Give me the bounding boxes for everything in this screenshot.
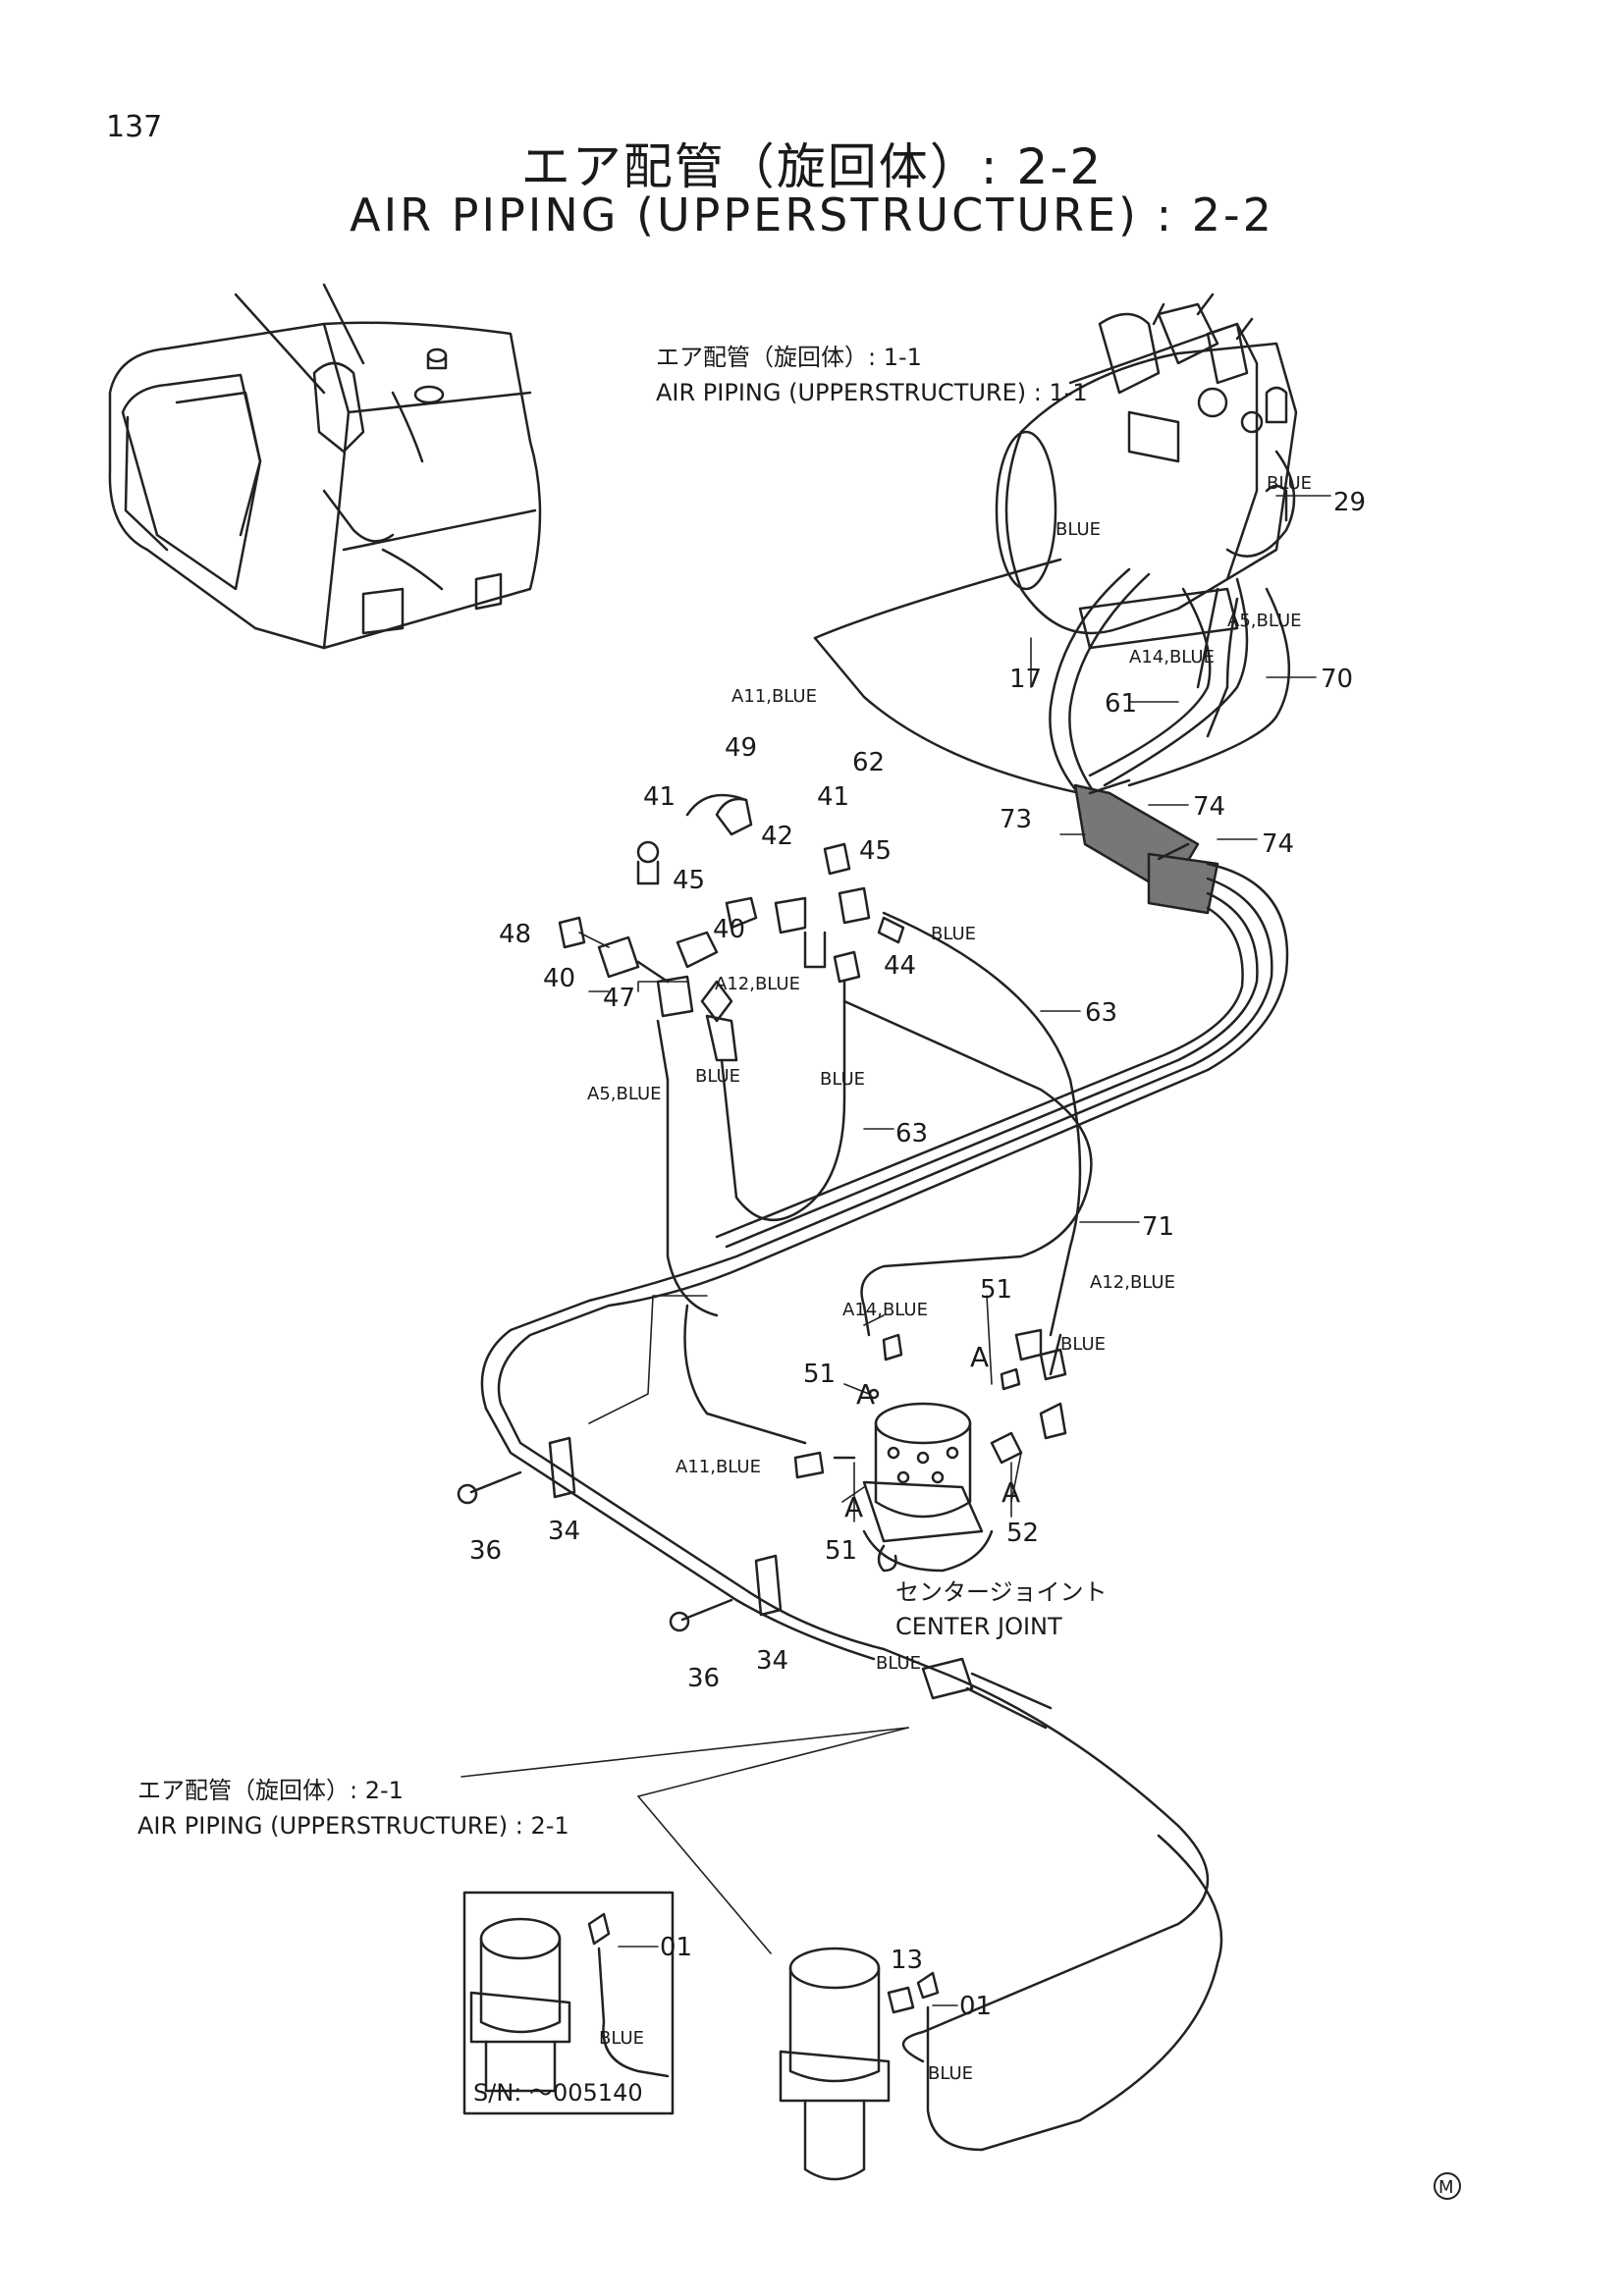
label-blue-mid-right: BLUE: [820, 1069, 865, 1090]
part-01-inset: 01: [660, 1933, 692, 1962]
ref-top-en: AIR PIPING (UPPERSTRUCTURE) : 1-1: [656, 379, 1088, 406]
label-blue-bottom: BLUE: [928, 2063, 973, 2084]
part-34-lower: 34: [756, 1646, 788, 1676]
part-70: 70: [1321, 665, 1353, 694]
label-a-left: A: [856, 1378, 875, 1411]
manufacturer-mark-letter: M: [1438, 2177, 1454, 2198]
part-45-left: 45: [673, 866, 705, 895]
label-a12-blue-mid: A12,BLUE: [715, 974, 800, 994]
center-joint-body: [793, 1328, 1067, 1573]
part-73: 73: [1000, 805, 1032, 834]
part-44: 44: [884, 951, 916, 981]
part-51-left: 51: [803, 1360, 836, 1389]
manufacturer-mark: [1434, 2172, 1461, 2200]
label-blue-63: BLUE: [931, 924, 976, 944]
hose-bundle-upper: [813, 450, 1296, 802]
part-52: 52: [1006, 1519, 1039, 1548]
center-joint-en: CENTER JOINT: [895, 1613, 1062, 1640]
label-a5-blue-mid: A5,BLUE: [587, 1084, 662, 1104]
part-51-top: 51: [980, 1275, 1012, 1305]
part-41-left: 41: [643, 782, 676, 812]
part-47: 47: [603, 984, 635, 1013]
compressor-assembly: [995, 293, 1298, 650]
label-a12-blue-right: A12,BLUE: [1090, 1272, 1175, 1293]
part-36-lower: 36: [687, 1664, 720, 1693]
fittings-cluster: [558, 793, 905, 1082]
label-blue-coupling: BLUE: [876, 1653, 921, 1674]
leader-lines: [460, 495, 1331, 2006]
label-blue-inset: BLUE: [599, 2028, 644, 2049]
label-a-bottom-right: A: [1001, 1476, 1020, 1509]
label-a14-blue-mid: A14,BLUE: [842, 1300, 928, 1320]
part-71: 71: [1142, 1212, 1174, 1242]
label-a14-blue-top: A14,BLUE: [1129, 647, 1215, 667]
part-48: 48: [499, 920, 531, 949]
label-a-bottom-left: A: [844, 1491, 863, 1523]
part-63-upper: 63: [1085, 998, 1117, 1028]
part-13: 13: [891, 1946, 923, 1975]
part-45-right: 45: [859, 836, 892, 866]
part-74-upper: 74: [1193, 792, 1225, 822]
part-01: 01: [959, 1992, 992, 2021]
part-51-bottom: 51: [825, 1536, 857, 1566]
label-a11-blue-bottom: A11,BLUE: [676, 1457, 761, 1477]
inset-box: [462, 1891, 675, 2115]
hose-bundle-lower: [480, 862, 1289, 2063]
part-42: 42: [761, 822, 793, 851]
ref-bottom-en: AIR PIPING (UPPERSTRUCTURE) : 2-1: [137, 1812, 569, 1840]
part-49: 49: [725, 733, 757, 763]
ref-bottom-jp: エア配管（旋回体）: 2-1: [137, 1777, 404, 1804]
clamps: [457, 1436, 783, 1632]
part-41-right: 41: [817, 782, 849, 812]
page-number: 137: [106, 110, 163, 144]
part-61: 61: [1105, 689, 1137, 719]
label-a5-blue-top: A5,BLUE: [1227, 611, 1302, 631]
label-a-top: A: [970, 1341, 989, 1373]
center-joint-jp: センタージョイント: [895, 1578, 1108, 1606]
page-title-jp: エア配管（旋回体）: 2-2: [520, 138, 1104, 195]
page-title-en: AIR PIPING (UPPERSTRUCTURE) : 2-2: [350, 188, 1274, 241]
part-40-left: 40: [543, 964, 575, 993]
hose-runs: [666, 587, 1239, 1445]
ref-top-jp: エア配管（旋回体）: 1-1: [656, 344, 922, 371]
part-62: 62: [852, 748, 885, 777]
air-dryer: [779, 1834, 1223, 2181]
part-74-lower: 74: [1262, 829, 1294, 859]
part-40-right: 40: [713, 915, 745, 944]
part-34-upper: 34: [548, 1517, 580, 1546]
label-blue-mid-left: BLUE: [695, 1066, 740, 1087]
part-63-lower: 63: [895, 1119, 928, 1148]
part-29: 29: [1333, 488, 1366, 517]
label-blue-17: BLUE: [1056, 519, 1101, 540]
inset-serial: S/N: ～005140: [473, 2079, 643, 2107]
label-a11-blue-top: A11,BLUE: [731, 686, 817, 707]
part-36-upper: 36: [469, 1536, 502, 1566]
label-blue-29: BLUE: [1267, 473, 1312, 494]
part-17: 17: [1009, 665, 1042, 694]
label-blue-right: BLUE: [1060, 1334, 1106, 1355]
excavator-thumbnail: [108, 283, 542, 650]
hose-coupling: [921, 1657, 1053, 1730]
